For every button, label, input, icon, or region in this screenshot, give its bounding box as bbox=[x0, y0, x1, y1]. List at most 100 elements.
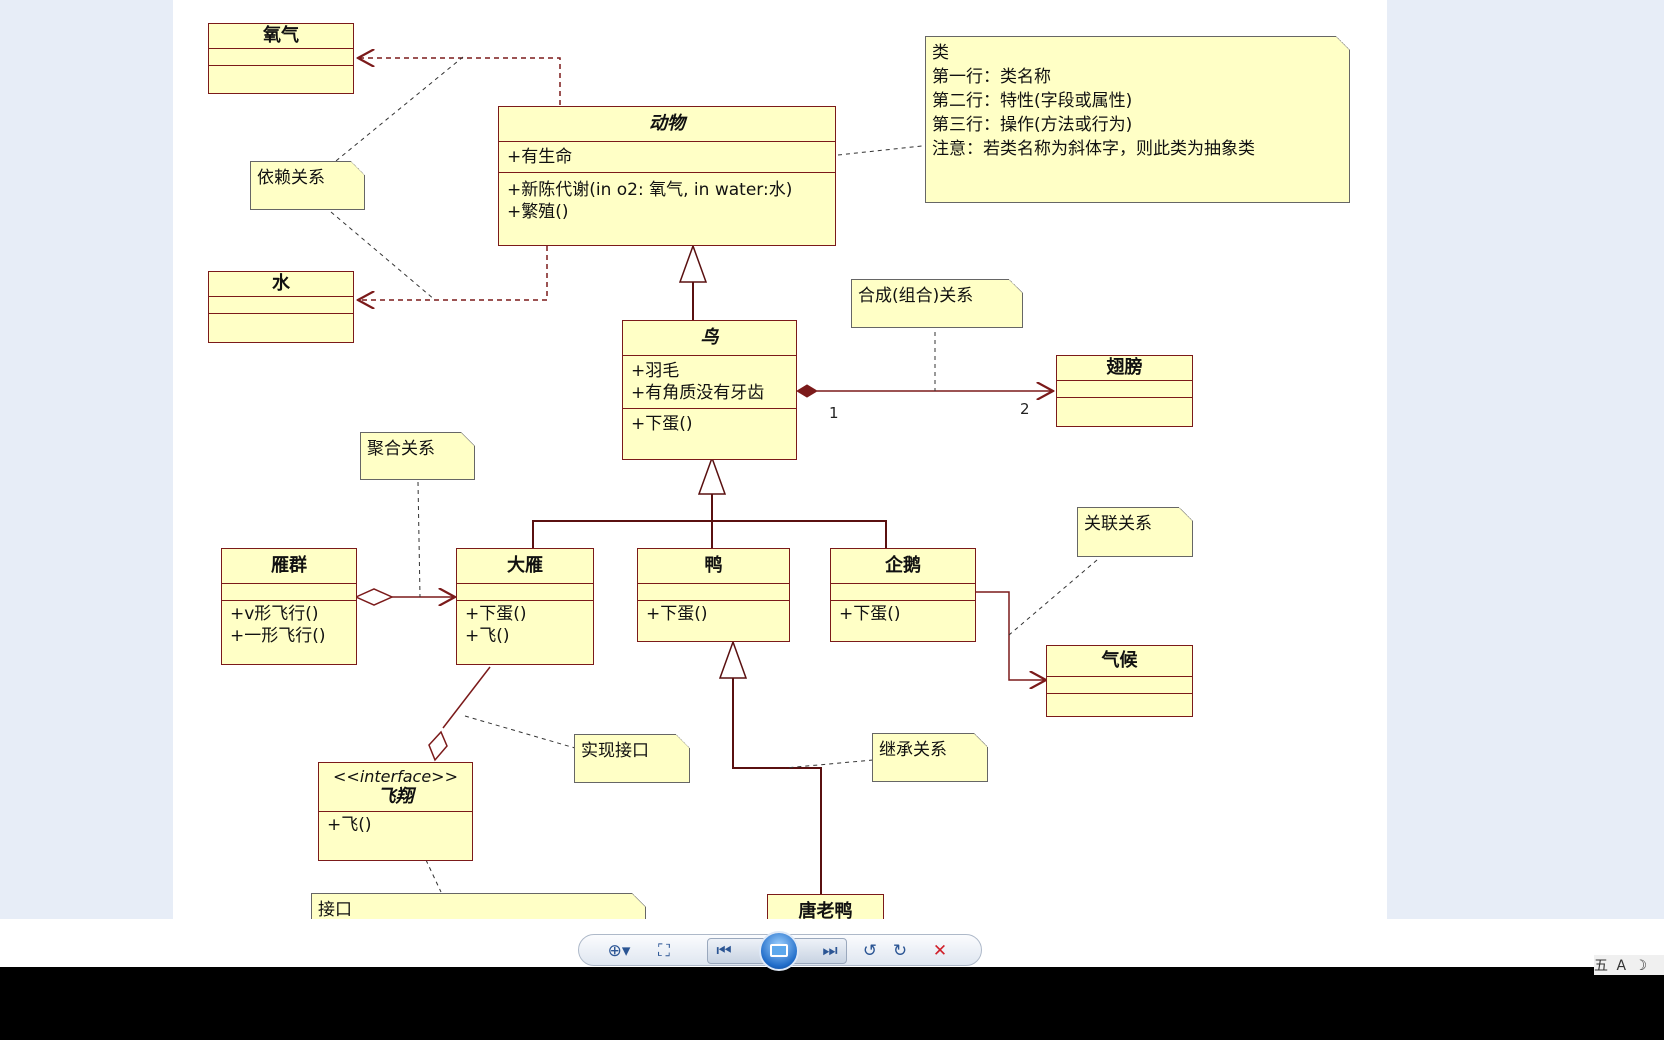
multiplicity-bird: 1 bbox=[829, 404, 839, 422]
note-link-aggregation bbox=[417, 481, 421, 598]
class-water: 水 bbox=[208, 271, 354, 343]
note-line: 注意：若类名称为斜体字，则此类为抽象类 bbox=[932, 139, 1255, 159]
generalization-arrow-duck bbox=[718, 639, 748, 679]
class-wild-goose: 大雁 +下蛋() +飞() bbox=[456, 548, 594, 665]
generalization-line-birds bbox=[532, 494, 887, 548]
ime-moon-icon[interactable]: ☽ bbox=[1634, 958, 1648, 974]
ime-indicator[interactable]: 五 bbox=[1594, 958, 1608, 974]
ime-mode-icon[interactable]: A bbox=[1616, 958, 1627, 974]
generalization-arrow-animal bbox=[678, 243, 708, 283]
realization-diamond bbox=[428, 730, 448, 762]
previous-icon[interactable]: ⏮ bbox=[716, 941, 732, 961]
slideshow-icon[interactable] bbox=[759, 931, 799, 971]
class-donald-duck: 唐老鸭 bbox=[767, 894, 884, 919]
class-attributes bbox=[831, 584, 975, 601]
class-name: 雁群 bbox=[222, 549, 356, 584]
class-name: 唐老鸭 bbox=[798, 901, 853, 919]
note-line: 第二行：特性(字段或属性) bbox=[932, 91, 1133, 111]
class-operations bbox=[1047, 694, 1192, 710]
class-operations: +新陈代谢(in o2: 氧气, in water:水) +繁殖() bbox=[499, 173, 835, 229]
note-link-association bbox=[1008, 559, 1098, 636]
operation: +一形飞行() bbox=[230, 626, 326, 646]
class-operations bbox=[209, 314, 353, 330]
realization-line bbox=[442, 666, 491, 729]
class-name-block: <<interface>> 飞翔 bbox=[319, 763, 472, 812]
generalization-line-donald-duck bbox=[732, 678, 822, 896]
fit-to-window-icon[interactable]: ⛶ bbox=[658, 941, 670, 961]
note-interface: 接口 bbox=[311, 893, 646, 919]
note-line: 聚合关系 bbox=[367, 439, 435, 459]
operation: +下蛋() bbox=[646, 604, 708, 624]
viewer-left-margin bbox=[0, 0, 173, 919]
rotate-left-icon[interactable]: ↺ bbox=[862, 941, 878, 961]
operation: +繁殖() bbox=[507, 202, 569, 222]
next-icon[interactable]: ⏭ bbox=[822, 941, 838, 961]
note-dependency: 依赖关系 bbox=[250, 161, 365, 210]
class-animal: 动物 +有生命 +新陈代谢(in o2: 氧气, in water:水) +繁殖… bbox=[498, 106, 836, 246]
class-name: 鸟 bbox=[623, 321, 796, 356]
slideshow-screen-glyph bbox=[770, 944, 788, 957]
class-operations: +下蛋() bbox=[623, 409, 796, 439]
class-operations: +飞() bbox=[319, 812, 472, 838]
note-line: 接口 bbox=[318, 900, 352, 919]
rotate-right-icon[interactable]: ↻ bbox=[892, 941, 908, 961]
class-climate: 气候 bbox=[1046, 645, 1193, 717]
dependency-line-water bbox=[358, 246, 548, 300]
relationship-lines bbox=[330, 0, 1098, 896]
note-link-class-legend bbox=[837, 144, 932, 156]
note-link-inheritance bbox=[784, 759, 874, 769]
class-attributes: +有生命 bbox=[499, 142, 835, 173]
note-line: 依赖关系 bbox=[257, 168, 325, 188]
class-name: 气候 bbox=[1047, 646, 1192, 677]
uml-diagram-image: 氧气 水 动物 +有生命 +新陈代谢(in o2: 氧气, in water:水… bbox=[173, 0, 1387, 919]
note-line: 实现接口 bbox=[581, 741, 649, 761]
class-attributes bbox=[209, 49, 353, 66]
operation: +下蛋() bbox=[839, 604, 901, 624]
attribute: +有生命 bbox=[507, 147, 573, 167]
multiplicity-wing: 2 bbox=[1020, 400, 1030, 418]
class-attributes bbox=[222, 584, 356, 601]
class-attributes bbox=[638, 584, 789, 601]
operation: +飞() bbox=[465, 626, 510, 646]
dependency-line-oxygen bbox=[358, 58, 561, 105]
operation: +下蛋() bbox=[465, 604, 527, 624]
attribute: +有角质没有牙齿 bbox=[631, 383, 765, 403]
class-penguin: 企鹅 +下蛋() bbox=[830, 548, 976, 642]
operation: +新陈代谢(in o2: 氧气, in water:水) bbox=[507, 180, 793, 200]
class-attributes: +羽毛 +有角质没有牙齿 bbox=[623, 356, 796, 409]
zoom-icon[interactable]: ⊕▾ bbox=[607, 941, 631, 961]
viewer-right-margin bbox=[1387, 0, 1664, 919]
note-link-dependency-bottom bbox=[330, 211, 436, 301]
note-line: 合成(组合)关系 bbox=[858, 286, 974, 306]
operation: +下蛋() bbox=[631, 414, 693, 434]
class-oxygen: 氧气 bbox=[208, 23, 354, 94]
note-link-interface-impl bbox=[464, 715, 576, 749]
class-operations: +下蛋() bbox=[638, 601, 789, 627]
class-name: 鸭 bbox=[638, 549, 789, 584]
system-tray: 五 A ☽ bbox=[1594, 955, 1664, 975]
class-attributes bbox=[1057, 381, 1192, 398]
note-association: 关联关系 bbox=[1077, 507, 1193, 557]
class-name: 大雁 bbox=[457, 549, 593, 584]
operation: +飞() bbox=[327, 815, 372, 835]
note-inheritance: 继承关系 bbox=[872, 733, 988, 782]
class-operations: +下蛋() +飞() bbox=[457, 601, 593, 649]
composition-diamond bbox=[796, 384, 818, 398]
note-line: 关联关系 bbox=[1084, 514, 1152, 534]
class-name: 企鹅 bbox=[831, 549, 975, 584]
class-goose-flock: 雁群 +v形飞行() +一形飞行() bbox=[221, 548, 357, 665]
class-attributes bbox=[457, 584, 593, 601]
note-interface-impl: 实现接口 bbox=[574, 734, 690, 783]
note-line: 继承关系 bbox=[879, 740, 947, 760]
generalization-arrow-bird bbox=[697, 455, 727, 495]
note-link-interface bbox=[425, 859, 442, 893]
class-name: 飞翔 bbox=[377, 786, 414, 807]
delete-icon[interactable]: ✕ bbox=[932, 941, 948, 961]
stereotype: <<interface>> bbox=[333, 767, 458, 786]
note-aggregation: 聚合关系 bbox=[360, 432, 475, 480]
class-duck: 鸭 +下蛋() bbox=[637, 548, 790, 642]
attribute: +羽毛 bbox=[631, 361, 680, 381]
note-line: 类 bbox=[932, 43, 949, 63]
note-line: 第一行：类名称 bbox=[932, 67, 1051, 87]
class-bird: 鸟 +羽毛 +有角质没有牙齿 +下蛋() bbox=[622, 320, 797, 460]
